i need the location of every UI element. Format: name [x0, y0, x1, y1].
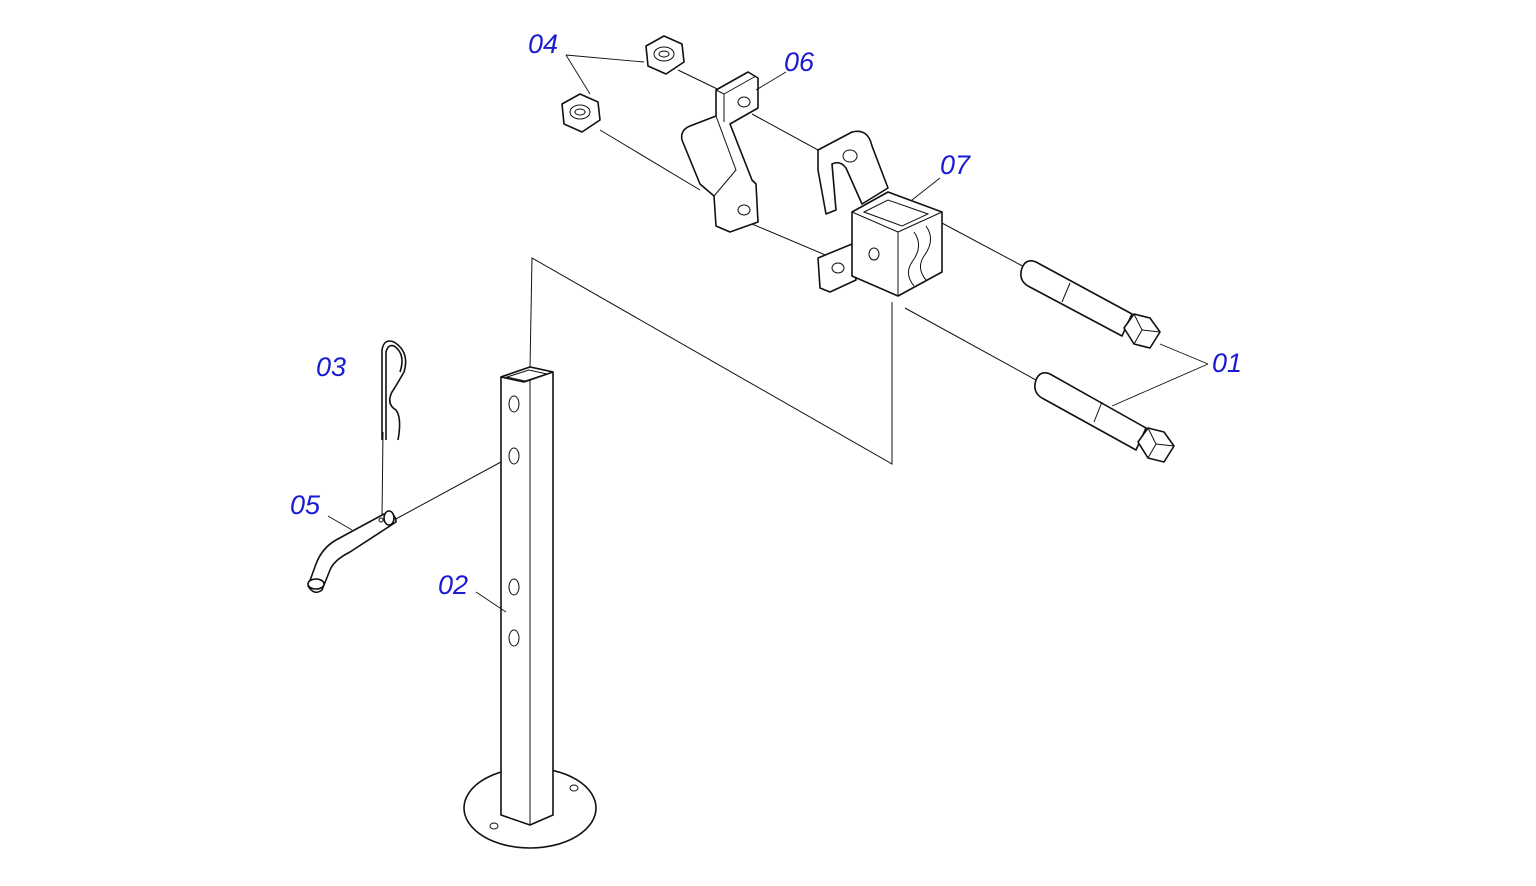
callout-02: 02	[438, 570, 468, 600]
callout-labels: 01 02 03 04 05 06 07	[290, 29, 1242, 600]
part-02-square-post	[463, 366, 597, 849]
callout-05: 05	[290, 490, 321, 520]
callout-07: 07	[940, 150, 971, 180]
part-07-bracket	[817, 130, 943, 297]
part-04-nut-lower	[561, 93, 601, 133]
part-04-nut-upper	[645, 35, 685, 75]
part-06-offset-plate	[680, 71, 759, 233]
assembly-lines	[381, 69, 1046, 521]
part-01-bolt-upper	[1020, 260, 1161, 349]
callout-06: 06	[784, 47, 815, 77]
part-05-bent-pin	[307, 510, 397, 594]
callout-04: 04	[528, 29, 558, 59]
part-03-r-clip	[381, 340, 407, 441]
callout-01: 01	[1212, 348, 1242, 378]
callout-03: 03	[316, 352, 346, 382]
part-01-bolt-lower	[1034, 372, 1175, 463]
leader-lines	[327, 54, 1209, 613]
